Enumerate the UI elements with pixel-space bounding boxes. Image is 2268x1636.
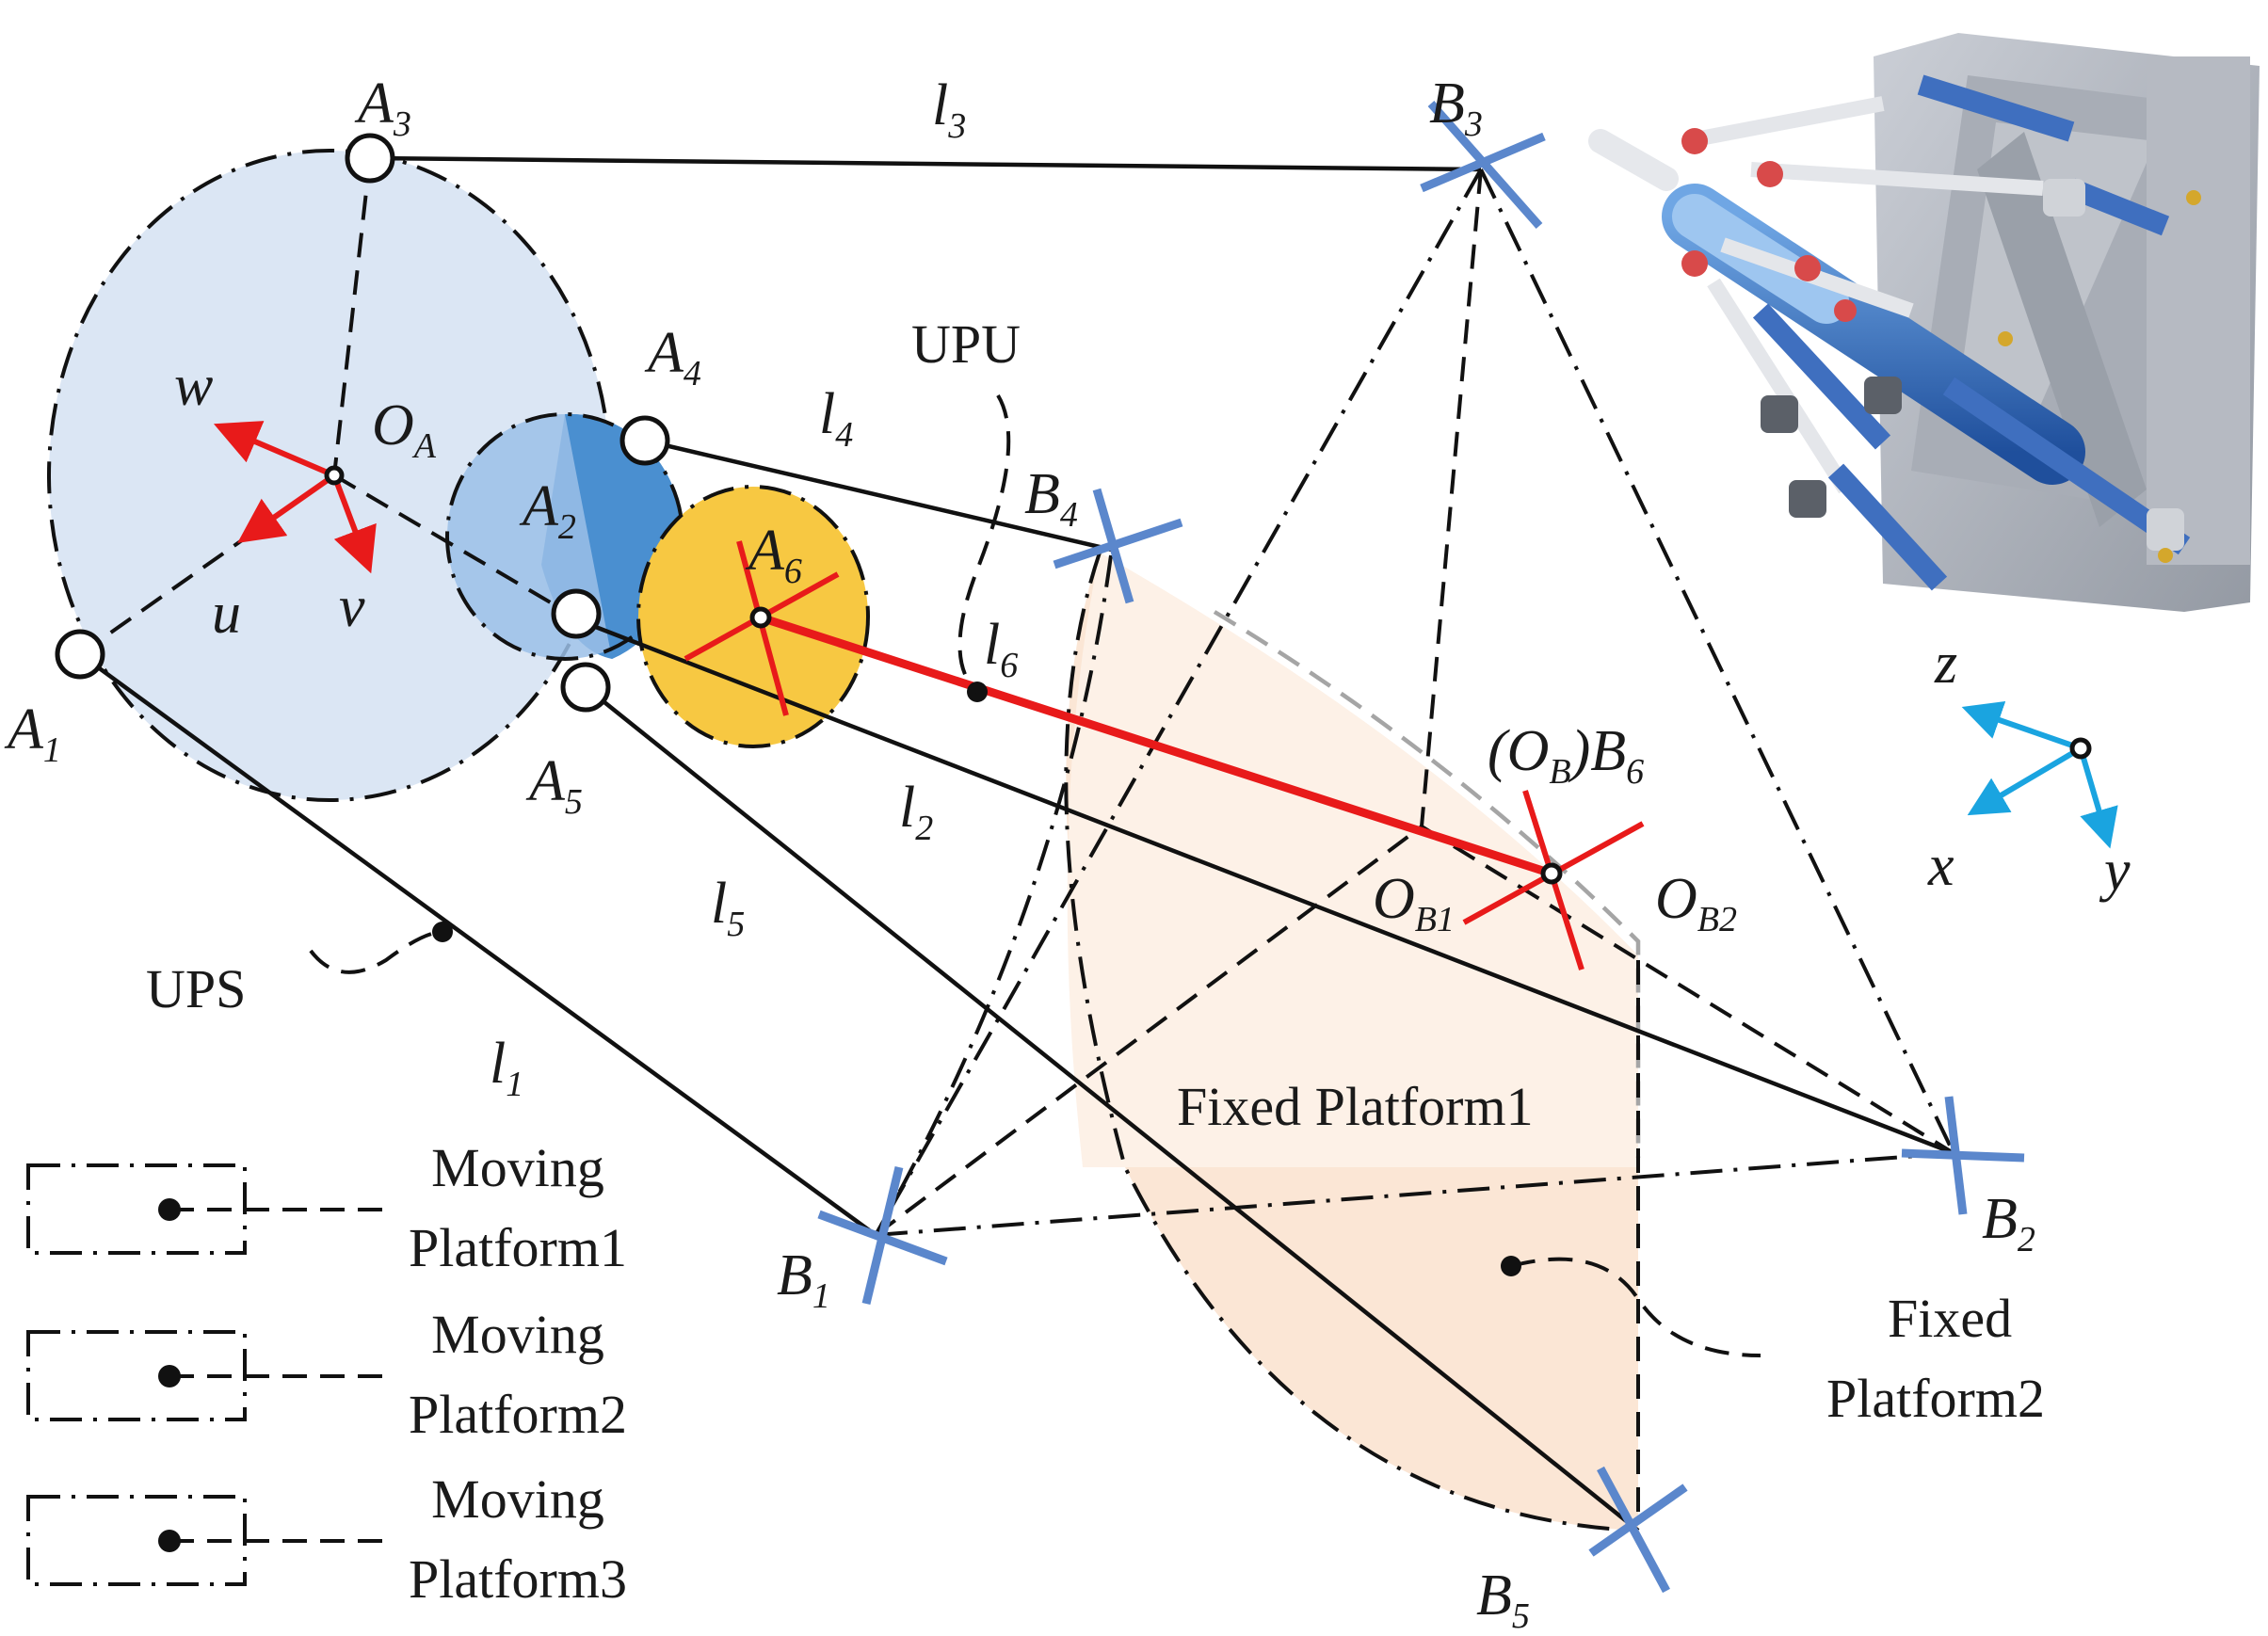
label-ob1: OB1 [1373, 867, 1455, 939]
joint-a4 [619, 415, 670, 466]
label-l3: l3 [932, 73, 966, 146]
label-l5: l5 [711, 872, 745, 944]
legend-label-2-line1: Moving [431, 1304, 604, 1365]
limb-l5 [584, 685, 1640, 1532]
label-a2: A2 [519, 474, 576, 547]
platform-line-a1-oa [78, 473, 336, 656]
base-line-b3-b1 [874, 168, 1483, 1236]
oa-origin [324, 465, 345, 486]
legend-label-1-line2: Platform1 [409, 1217, 627, 1278]
moving-frame-arrows [213, 421, 377, 574]
joint-b3 [1420, 101, 1546, 229]
legend-label-2-line2: Platform2 [409, 1384, 627, 1445]
base-line-ob1-b2 [1420, 825, 1955, 1155]
upu-callout [957, 393, 1011, 694]
label-fixed-platform-2-line1: Fixed [1888, 1288, 2012, 1349]
b6-origin [1540, 862, 1563, 885]
base-line-b3-b2 [1479, 168, 1955, 1154]
base-line-b3-ob1 [1420, 168, 1483, 827]
base-line-b4-b1 [874, 554, 1113, 1236]
label-y: y [2099, 839, 2131, 903]
joint-a1 [55, 629, 105, 680]
label-b6: (OB)B6 [1488, 719, 1644, 792]
label-a3: A3 [354, 72, 411, 144]
joint-a6 [749, 606, 772, 629]
label-b4: B4 [1024, 462, 1078, 535]
limb-l3 [369, 155, 1482, 172]
label-ups: UPS [146, 958, 246, 1019]
platform-line-a3-oa [332, 157, 372, 476]
fixed-frame-axes [1961, 701, 2118, 849]
label-l2: l2 [899, 776, 933, 848]
label-z: z [1934, 632, 1957, 696]
joint-b5 [1588, 1466, 1688, 1594]
label-u: u [212, 582, 241, 646]
hexapod-mechanism-render [1588, 33, 2260, 612]
label-a6: A6 [745, 519, 802, 591]
label-b5: B5 [1476, 1564, 1530, 1636]
limb-l4 [644, 438, 1117, 553]
label-b3: B3 [1429, 72, 1483, 144]
label-fixed-platform-1: Fixed Platform1 [1177, 1076, 1534, 1137]
joint-b2 [1901, 1096, 2025, 1215]
joint-b1 [817, 1165, 948, 1306]
fixed-platform-grey-edge [1213, 610, 1641, 1158]
label-v: v [339, 575, 365, 639]
label-a1: A1 [4, 698, 61, 770]
legend-item-moving-platform-3: Moving Platform3 [26, 1468, 627, 1610]
limb-l2 [575, 617, 1954, 1156]
legend-label-3-line2: Platform3 [409, 1548, 627, 1610]
joint-a5 [560, 662, 611, 713]
label-l1: l1 [490, 1032, 523, 1104]
label-fixed-platform-2-line2: Platform2 [1826, 1368, 2045, 1429]
limb-l1 [78, 652, 877, 1237]
label-a4: A4 [644, 321, 701, 393]
legend-label-3-line1: Moving [431, 1468, 604, 1530]
label-oa: OA [372, 393, 437, 466]
label-ob2: OB2 [1655, 867, 1737, 939]
label-w: w [174, 354, 213, 418]
legend-item-moving-platform-2: Moving Platform2 [26, 1304, 627, 1445]
joint-b4 [1053, 488, 1183, 604]
fixed-platform-2-callout-dot [1501, 1256, 1521, 1276]
label-b2: B2 [1982, 1187, 2035, 1259]
base-line-b1-ob1 [874, 825, 1424, 1237]
legend: Moving Platform1 Moving Platform2 Moving… [26, 1137, 627, 1610]
joint-a3 [345, 133, 395, 184]
label-l6: l6 [984, 613, 1018, 685]
legend-item-moving-platform-1: Moving Platform1 [26, 1137, 627, 1278]
fixed-platform-2-callout [1510, 1257, 1761, 1357]
fixed-platform-1 [1067, 553, 1638, 1167]
base-triangle-edge-b1b2 [875, 1151, 1954, 1237]
label-x: x [1927, 834, 1954, 898]
limb-l1-midpoint [432, 922, 453, 942]
legend-label-1-line1: Moving [431, 1137, 604, 1198]
label-b1: B1 [777, 1243, 830, 1316]
label-l4: l4 [819, 382, 853, 455]
label-a5: A5 [525, 749, 583, 822]
limb-l6 [756, 613, 1556, 878]
joint-a2 [551, 588, 602, 639]
fixed-platform-outline [1064, 552, 1639, 1532]
ups-callout [309, 930, 443, 974]
platform-line-oa-a2 [332, 473, 571, 616]
label-upu: UPU [911, 313, 1021, 375]
